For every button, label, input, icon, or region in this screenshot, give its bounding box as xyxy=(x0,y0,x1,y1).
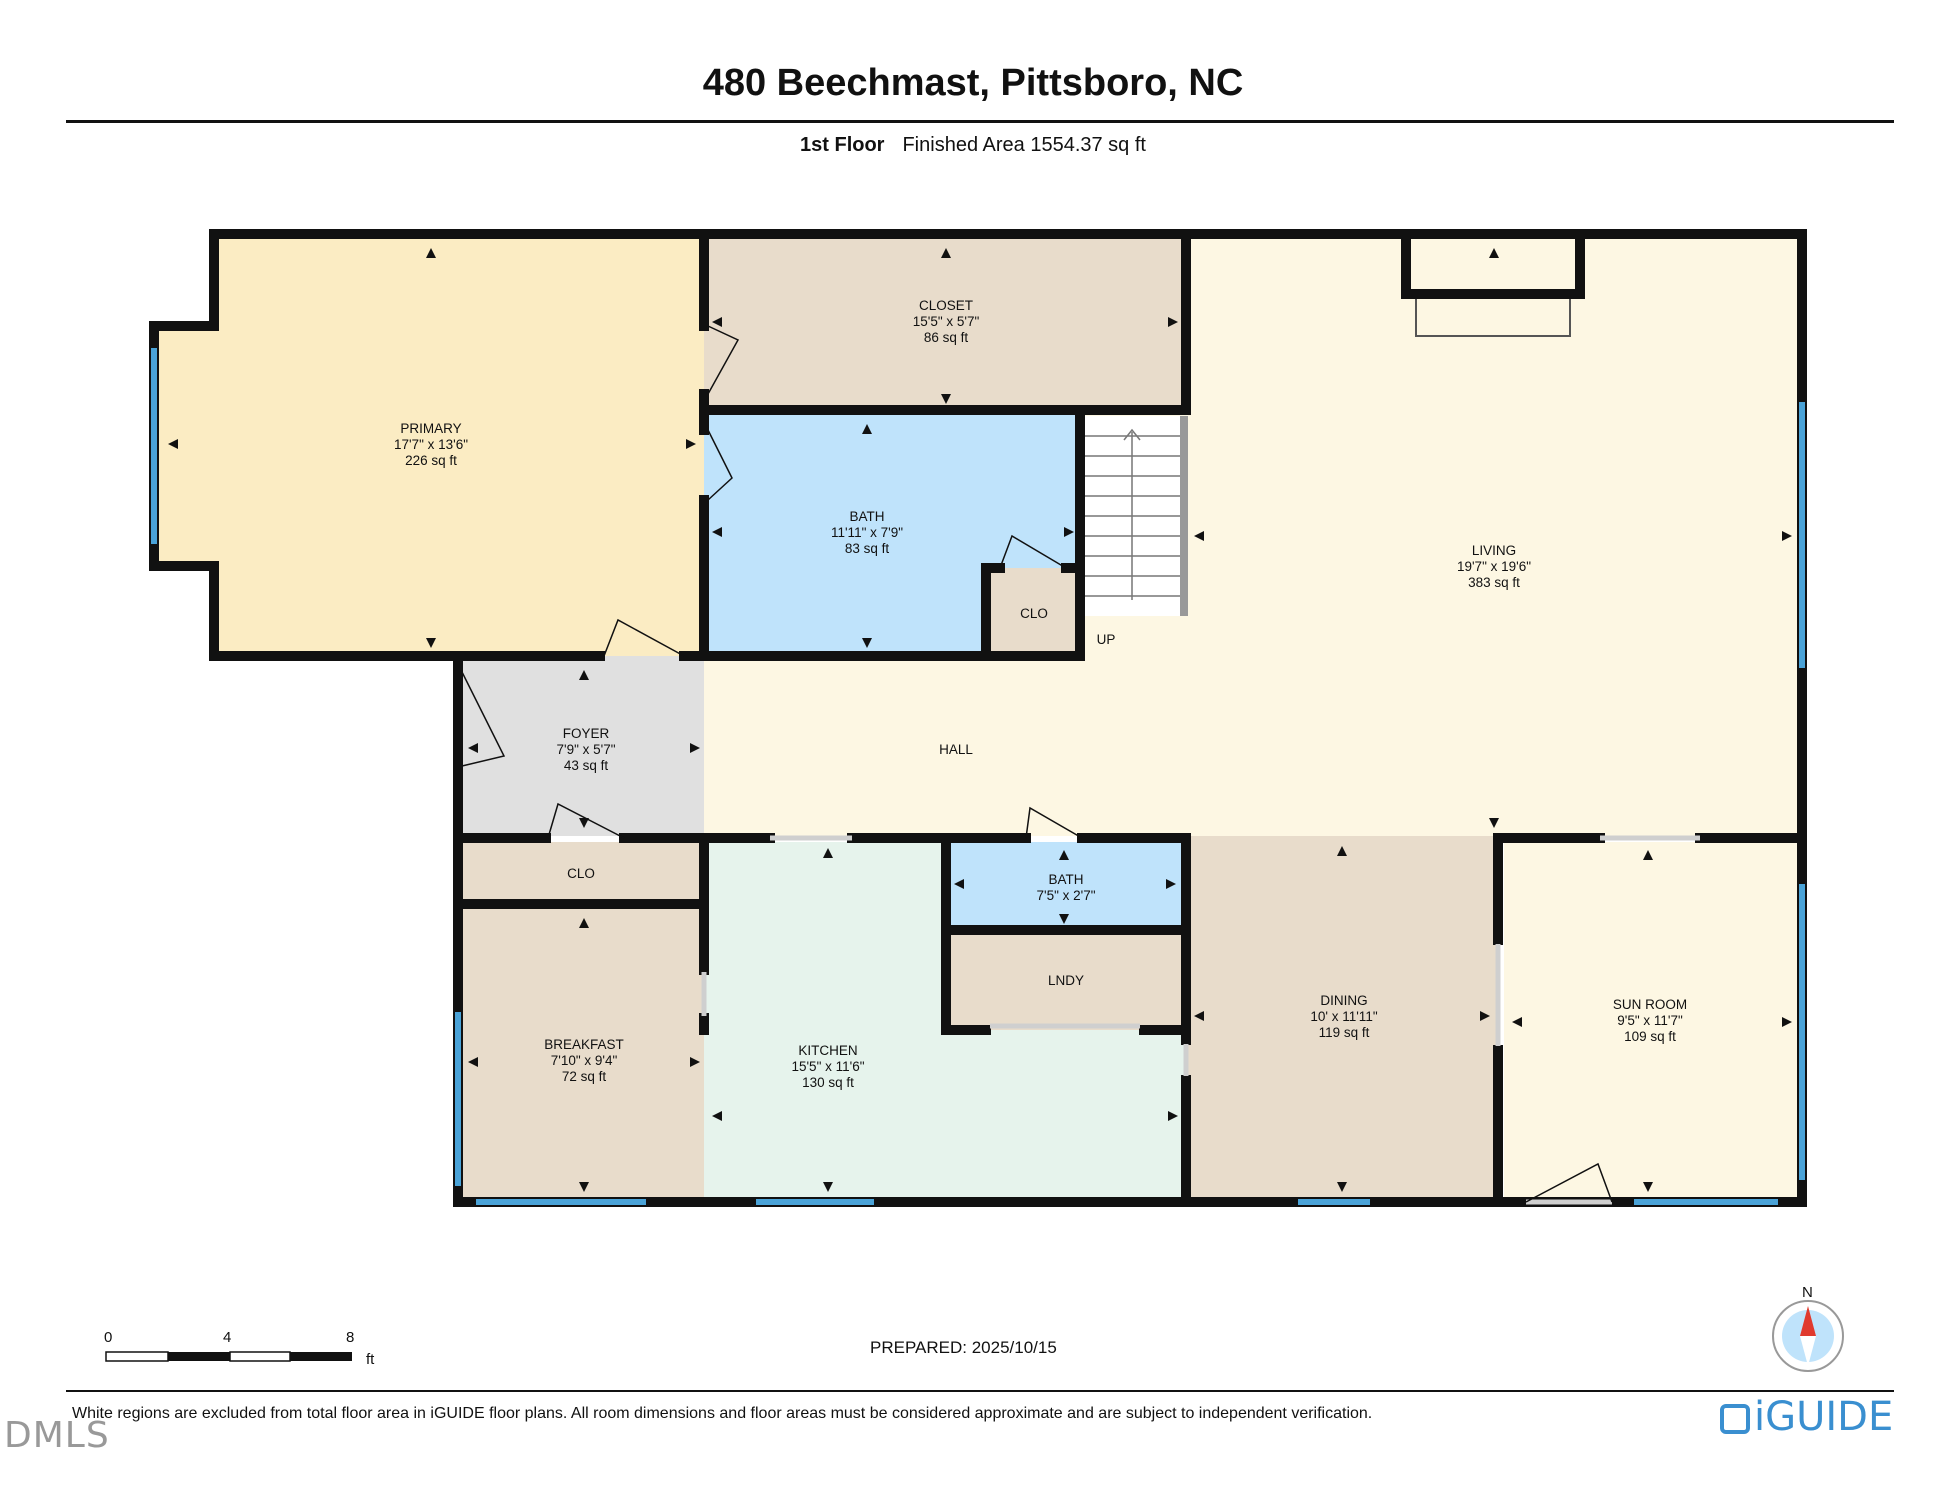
room-closet-dims: 15'5" x 5'7" xyxy=(913,314,980,329)
brand-logo: iGUIDE xyxy=(1720,1394,1893,1440)
room-dining-area: 119 sq ft xyxy=(1319,1025,1370,1040)
scale-unit: ft xyxy=(366,1351,375,1368)
room-primary-fill xyxy=(156,234,704,656)
room-bath2-dims: 7'5" x 2'7" xyxy=(1036,888,1095,903)
iguide-icon xyxy=(1720,1404,1750,1434)
room-dining-dims: 10' x 11'11" xyxy=(1310,1009,1377,1024)
room-clo2-fill xyxy=(460,842,704,904)
room-clo-name: CLO xyxy=(1020,606,1048,621)
room-closet-fill xyxy=(704,234,1186,410)
scale-label-0: 0 xyxy=(104,1329,112,1346)
windows xyxy=(151,348,1805,1205)
doors xyxy=(461,325,1613,1203)
room-sunroom-fill xyxy=(1504,842,1802,1202)
stairs-up-label: UP xyxy=(1097,632,1116,647)
floor-summary: 1st Floor Finished Area 1554.37 sq ft xyxy=(0,134,1946,157)
room-breakfast-fill xyxy=(460,908,704,1202)
room-primary-area: 226 sq ft xyxy=(405,453,457,468)
room-breakfast-name: BREAKFAST xyxy=(544,1037,624,1052)
room-dining-name: DINING xyxy=(1320,993,1367,1008)
room-kitchen-name: KITCHEN xyxy=(798,1043,857,1058)
room-living-area: 383 sq ft xyxy=(1468,575,1520,590)
room-clo-fill xyxy=(990,568,1080,656)
footer-divider xyxy=(66,1390,1894,1392)
room-living-fill xyxy=(704,234,1802,836)
compass-north-label: N xyxy=(1802,1284,1813,1301)
header-divider xyxy=(66,120,1894,123)
scale-label-4: 4 xyxy=(223,1329,231,1346)
room-kitchen-area: 130 sq ft xyxy=(802,1075,854,1090)
room-breakfast-area: 72 sq ft xyxy=(562,1069,607,1084)
scale-bar: 0 4 8 ft xyxy=(104,1329,375,1368)
room-living-dims: 19'7" x 19'6" xyxy=(1457,559,1531,574)
room-bath-area: 83 sq ft xyxy=(845,541,890,556)
stairs xyxy=(1082,416,1188,616)
room-dining-fill xyxy=(1186,836,1498,1202)
room-bath2-name: BATH xyxy=(1048,872,1083,887)
disclaimer-text: White regions are excluded from total fl… xyxy=(72,1405,1373,1422)
room-lndy-name: LNDY xyxy=(1048,973,1084,988)
room-primary-dims: 17'7" x 13'6" xyxy=(394,437,468,452)
room-closet-name: CLOSET xyxy=(919,298,973,313)
room-bath-dims: 11'11" x 7'9" xyxy=(831,525,903,540)
room-sunroom-name: SUN ROOM xyxy=(1613,997,1687,1012)
scale-label-8: 8 xyxy=(346,1329,354,1346)
room-lndy-fill xyxy=(946,930,1186,1030)
room-sunroom-dims: 9'5" x 11'7" xyxy=(1617,1013,1683,1028)
hall-label: HALL xyxy=(939,742,973,757)
room-foyer-name: FOYER xyxy=(563,726,610,741)
room-kitchen-dims: 15'5" x 11'6" xyxy=(791,1059,864,1074)
room-primary-name: PRIMARY xyxy=(400,421,461,436)
compass-icon: N xyxy=(1772,1284,1844,1372)
page-title: 480 Beechmast, Pittsboro, NC xyxy=(702,62,1244,104)
room-foyer-area: 43 sq ft xyxy=(564,758,609,773)
room-bath-name: BATH xyxy=(849,509,884,524)
mls-watermark: DMLS xyxy=(4,1415,110,1456)
prepared-date: PREPARED: 2025/10/15 xyxy=(870,1338,1057,1357)
floor-name: 1st Floor xyxy=(800,134,885,156)
room-closet-area: 86 sq ft xyxy=(924,330,969,345)
openings xyxy=(701,835,1700,1205)
room-foyer-fill xyxy=(460,656,704,836)
brand-name: iGUIDE xyxy=(1754,1394,1894,1440)
finished-area: Finished Area 1554.37 sq ft xyxy=(902,134,1146,156)
room-foyer-dims: 7'9" x 5'7" xyxy=(556,742,615,757)
room-sunroom-area: 109 sq ft xyxy=(1624,1029,1676,1044)
room-breakfast-dims: 7'10" x 9'4" xyxy=(551,1053,618,1068)
room-living-name: LIVING xyxy=(1472,543,1516,558)
dimension-arrows xyxy=(168,248,1792,1192)
room-clo2-name: CLO xyxy=(567,866,595,881)
